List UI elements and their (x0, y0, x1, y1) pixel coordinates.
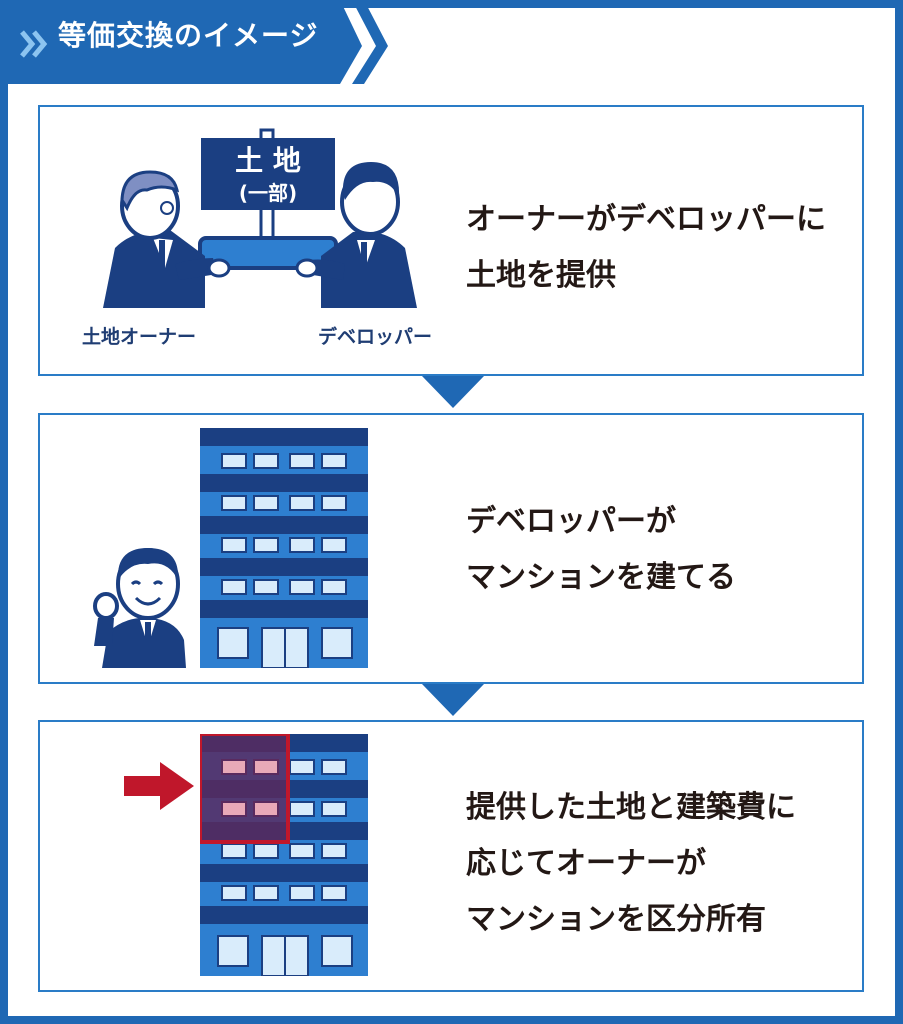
step-1-line-1: オーナーがデベロッパーに (466, 202, 826, 237)
developer-label: デベロッパー (318, 326, 433, 348)
handshake-illustration: 土 地 (一部) (103, 128, 417, 308)
down-arrow-icon (422, 376, 484, 408)
owner-label: 土地オーナー (82, 326, 197, 348)
owned-units-highlight (200, 734, 288, 842)
step-3-line-3: マンションを区分所有 (466, 902, 766, 937)
down-arrow-icon (422, 684, 484, 716)
sign-line-1: 土 地 (235, 144, 301, 177)
title-banner: 等価交換のイメージ (0, 0, 390, 92)
step-1-description: オーナーがデベロッパーに 土地を提供 (466, 192, 826, 304)
page-title: 等価交換のイメージ (58, 19, 319, 52)
step-1-line-2: 土地を提供 (466, 258, 616, 293)
businessman-icon (93, 548, 186, 668)
step-3-line-1: 提供した土地と建築費に (466, 790, 796, 825)
step-2-line-1: デベロッパーが (466, 504, 676, 539)
step-3-line-2: 応じてオーナーが (466, 846, 706, 881)
step-2-line-2: マンションを建てる (466, 560, 736, 595)
step-2-description: デベロッパーが マンションを建てる (466, 494, 736, 606)
building-icon (200, 428, 368, 668)
step-3-description: 提供した土地と建築費に 応じてオーナーが マンションを区分所有 (466, 780, 796, 948)
step-3-panel (38, 720, 864, 992)
building-icon (200, 734, 368, 976)
red-arrow-icon (124, 762, 194, 810)
chevron-double-right-icon (20, 30, 48, 58)
sign-line-2: (一部) (239, 181, 297, 205)
